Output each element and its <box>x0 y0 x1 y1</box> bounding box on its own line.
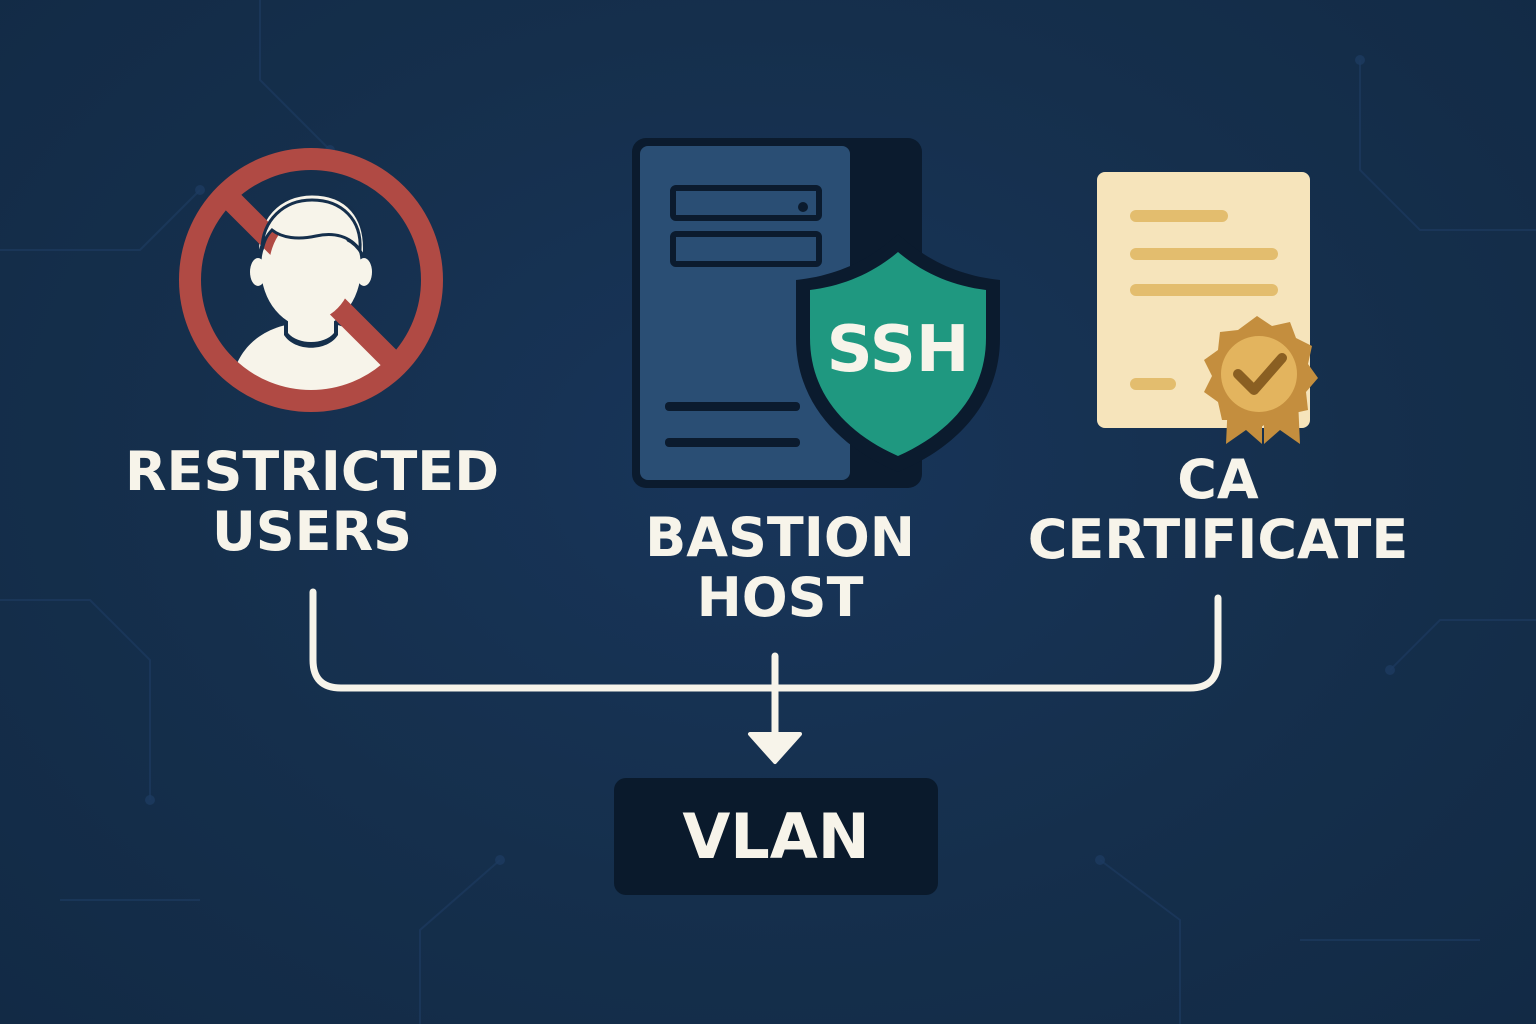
ssh-badge-text: SSH <box>826 313 970 387</box>
seal-badge <box>1204 316 1318 432</box>
ca-certificate-line2: CERTIFICATE <box>1027 508 1409 572</box>
restricted-users-label: RESTRICTED USERS <box>112 440 512 564</box>
connector-restricted <box>309 588 1222 692</box>
bastion-host-label: BASTION HOST <box>580 506 980 630</box>
arrow-head <box>748 732 802 764</box>
bastion-host-line2: HOST <box>696 566 864 630</box>
ca-certificate-line1: CA <box>1177 448 1259 511</box>
ca-certificate-label: CA CERTIFICATE <box>1018 448 1418 572</box>
bastion-host-line1: BASTION <box>645 506 915 569</box>
vlan-label: VLAN <box>682 800 870 873</box>
restricted-users-line1: RESTRICTED <box>124 440 500 503</box>
vlan-box: VLAN <box>614 778 938 895</box>
restricted-users-line2: USERS <box>211 500 413 564</box>
